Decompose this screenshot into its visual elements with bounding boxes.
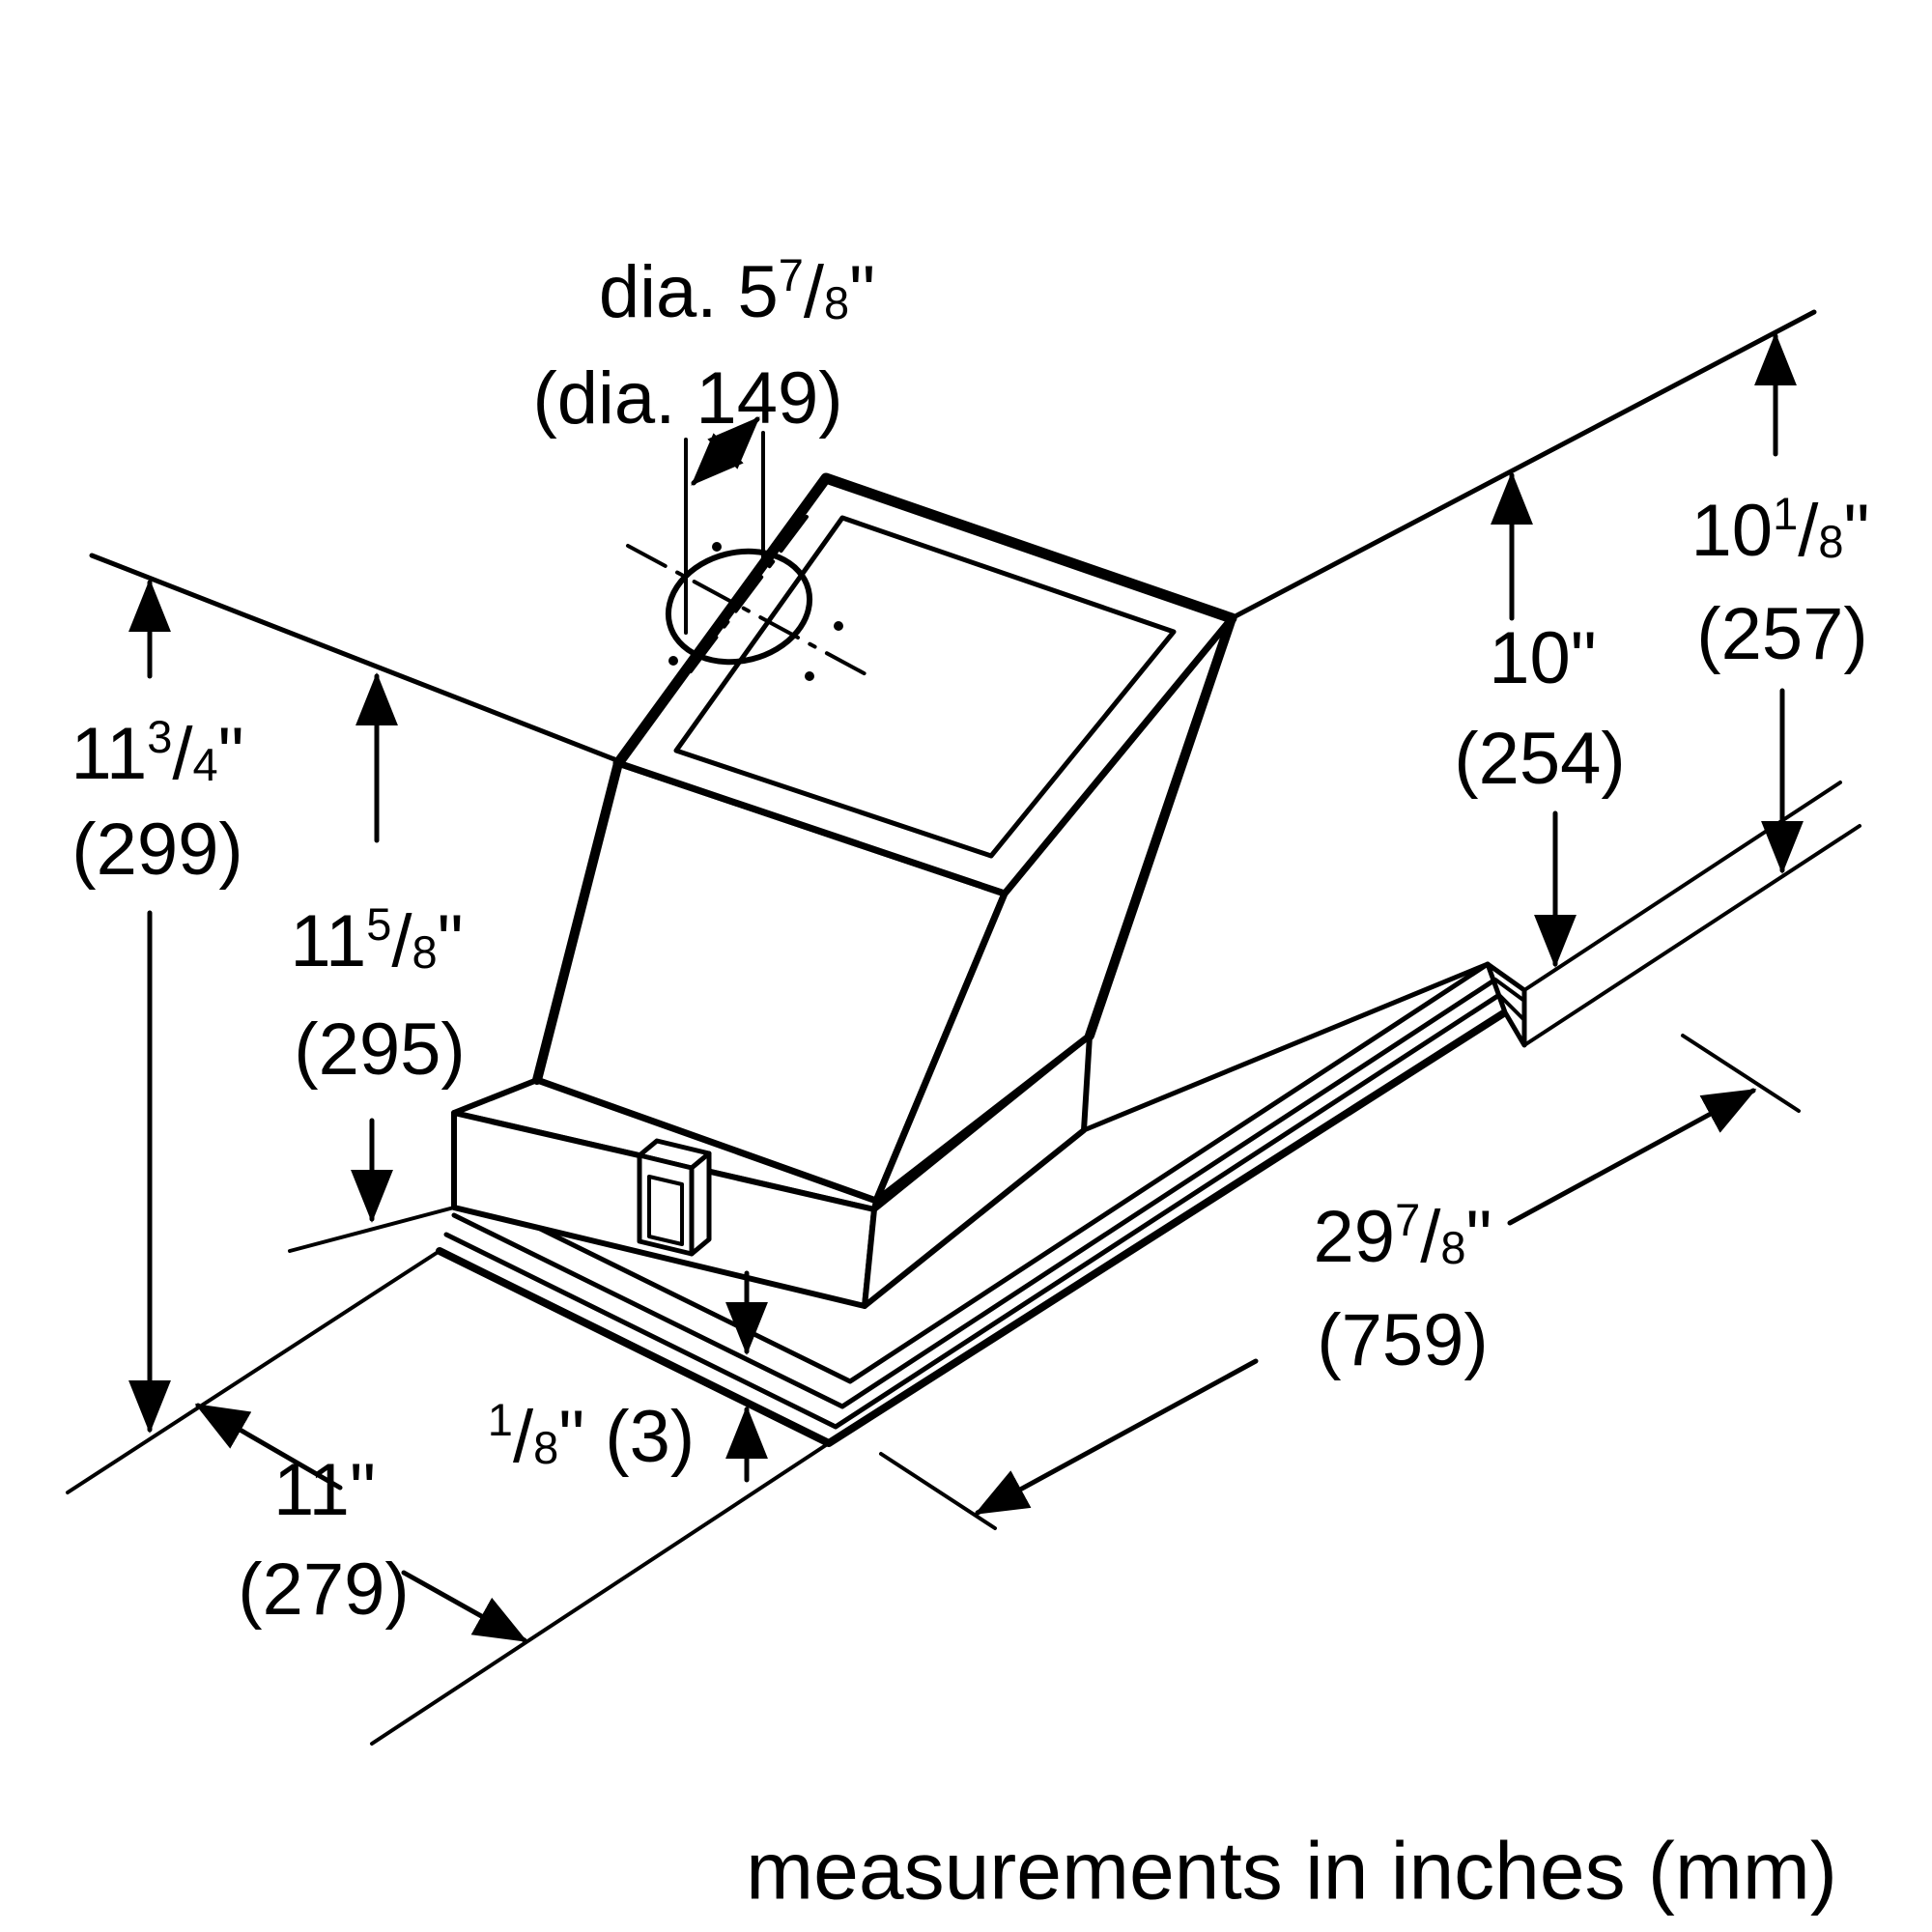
plate-front-top-edge [451,977,1498,1409]
dim-height-body-mm: (295) [294,1009,466,1091]
plate-end-cap-line [1493,978,1526,1003]
depth-extension-front [370,1441,831,1746]
dim-lip: 1/8" (3) [487,1394,696,1478]
hood-top [612,472,1237,897]
duct-centerline-length [689,515,809,673]
depth-arrow-left [194,1403,343,1491]
width-extension-right [1681,1034,1801,1113]
duct-centerline-depth [626,544,871,678]
plate-top-surface-edge [459,961,1491,1384]
screw-mark-dot [668,656,678,666]
dim-clearance-outer: 101/8" [1690,488,1870,572]
dim-width-mm: (759) [1317,1299,1489,1381]
plate-top-extension [1522,781,1842,992]
dim-height-overall-mm: (299) [71,809,243,891]
switch-inner-window [647,1175,684,1246]
control-switch [637,1138,712,1257]
plate-front-bottom-edge [443,992,1502,1430]
dim-duct-diameter: dia. 57/8" [598,249,876,333]
ceiling-line-right [1227,309,1817,622]
dim-text: dia. [598,251,738,333]
dim-width: 297/8" [1313,1194,1492,1278]
top-silhouette [612,472,1237,769]
screw-mark-dot [712,542,722,552]
width-dimension-right [1507,1088,1757,1226]
switch-right-face [689,1151,712,1257]
ceiling-reference-lines [89,309,1817,762]
screw-mark-dot [834,621,843,631]
screw-mark-dot [805,671,814,681]
dimension-annotations [66,332,1861,1746]
dim-duct-diameter-mm: (dia. 149) [532,357,843,440]
dim-height-overall: 113/4" [71,711,244,795]
dim-clearance-inner-mm: (254) [1454,718,1626,800]
body-left-silhouette [532,758,623,1085]
width-dimension-left [974,1358,1259,1516]
units-caption: measurements in inches (mm) [746,1825,1837,1917]
dim-depth-mm: (279) [238,1548,410,1631]
depth-extension-back [66,1249,441,1494]
hood-body [532,613,1236,1205]
body-right-silhouette [1085,613,1236,1040]
dim-depth: 11" [273,1449,376,1531]
width-extension-left [879,1452,997,1530]
duct-opening-circle [665,548,813,666]
top-inset-panel [673,515,1177,859]
plate-end-cap [1485,961,1527,1048]
plate-back-edge [1081,961,1491,1133]
dim-clearance-inner: 10" [1489,617,1597,699]
plate-lip-extension [1522,824,1861,1047]
depth-arrow-right [401,1570,528,1643]
ceiling-line-left [89,553,617,762]
plate-end-cap-line2 [1497,993,1526,1022]
band-bottom-extension [288,1206,456,1253]
dia-dimension-arrow [691,416,760,486]
dim-height-body: 115/8" [290,898,464,982]
dim-clearance-outer-mm: (257) [1696,593,1868,675]
